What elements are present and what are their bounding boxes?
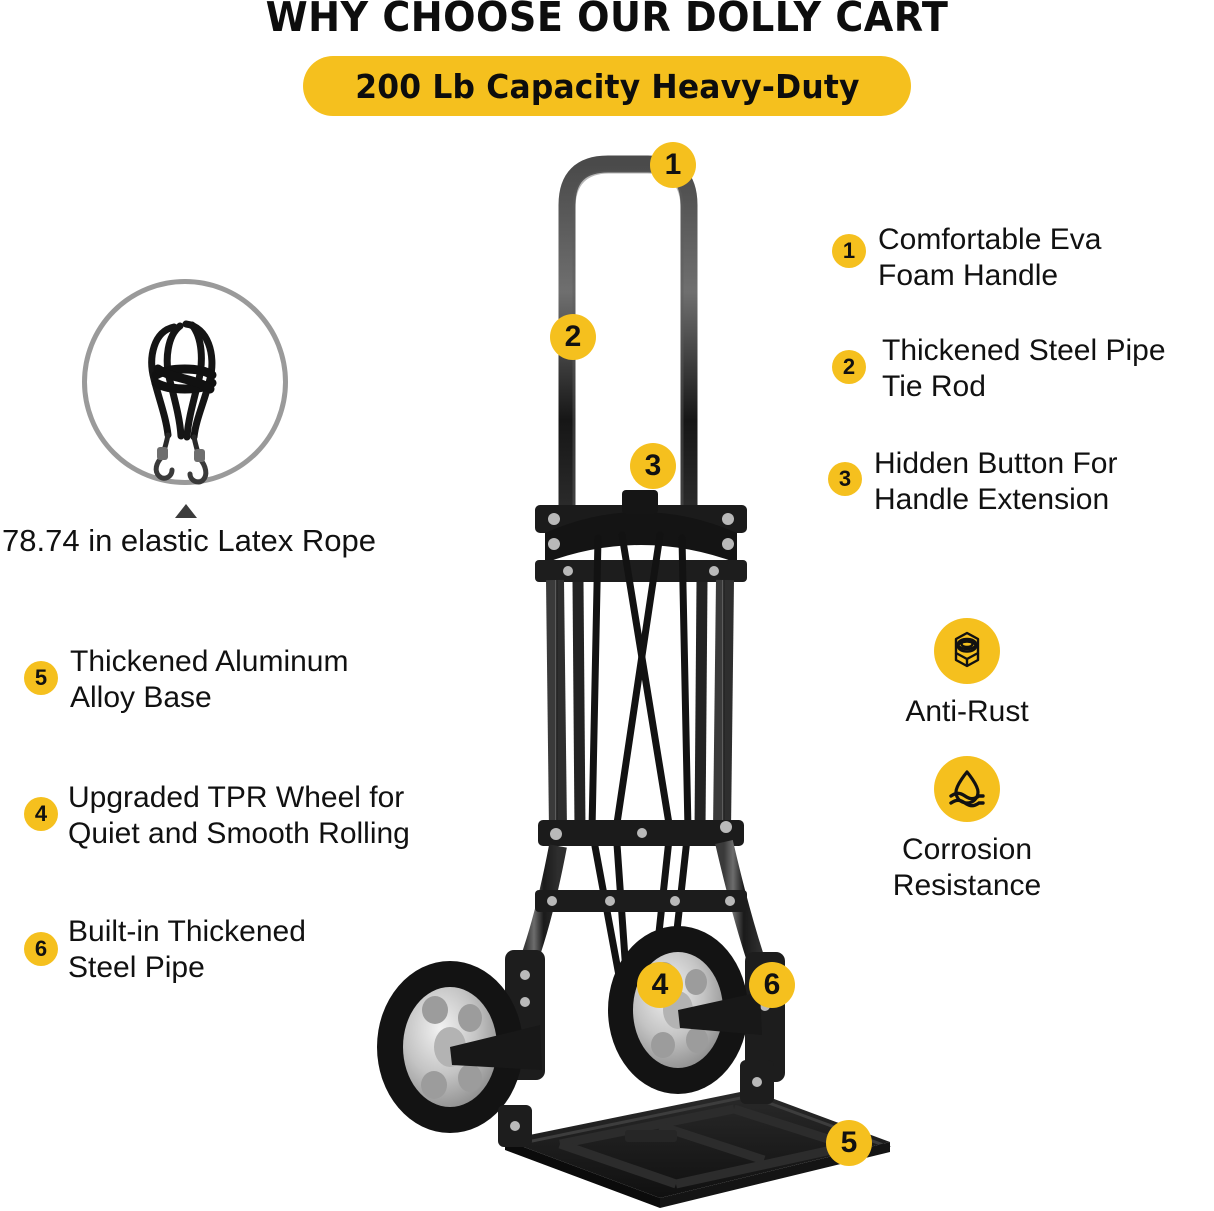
callout-text-5: Thickened Aluminum Alloy Base [70,645,349,714]
callout-badge-6: 6 [24,932,58,966]
callout-text-6: Built-in Thickened Steel Pipe [68,915,306,984]
callout-text-4: Upgraded TPR Wheel for Quiet and Smooth … [68,781,410,850]
cart-badge-1[interactable]: 1 [650,142,696,188]
feature-corrosion-label: Corrosion Resistance [892,833,1042,902]
rope-caption: 78.74 in elastic Latex Rope [2,523,376,558]
capacity-badge-label: 200 Lb Capacity Heavy-Duty [354,66,860,106]
cart-badge-3[interactable]: 3 [630,443,676,489]
dolly-cart-graphic [377,155,892,1208]
feature-anti-rust-label: Anti-Rust [905,695,1029,728]
hex-nut-icon [934,618,1000,684]
capacity-badge: 200 Lb Capacity Heavy-Duty [303,56,911,116]
feature-anti-rust: Anti-Rust [852,618,1082,730]
wheel-left [377,961,542,1133]
callout-badge-5: 5 [24,661,58,695]
cart-badge-5[interactable]: 5 [826,1120,872,1166]
wheel-right [608,926,762,1094]
callout-text-2: Thickened Steel Pipe Tie Rod [882,334,1166,403]
dolly-cart-illustration [330,130,950,1211]
callout-text-3: Hidden Button For Handle Extension [874,447,1118,516]
base-plate [502,1090,892,1208]
bungee-rope-coil-icon [148,320,217,485]
cart-badge-2[interactable]: 2 [550,314,596,360]
cart-badge-4[interactable]: 4 [637,962,683,1008]
rope-inset-ring [82,279,288,485]
callout-badge-2: 2 [832,350,866,384]
callout-text-1: Comfortable Eva Foam Handle [878,223,1102,292]
callout-badge-4: 4 [24,797,58,831]
feature-corrosion-resistance: Corrosion Resistance [852,756,1082,904]
rope-pointer-icon [175,504,197,518]
rope-inset [82,279,288,485]
water-droplet-waves-icon [934,756,1000,822]
page-title: WHY CHOOSE OUR DOLLY CART [265,0,949,41]
cart-badge-6[interactable]: 6 [749,962,795,1008]
callout-badge-3: 3 [828,462,862,496]
callout-badge-1: 1 [832,234,866,268]
